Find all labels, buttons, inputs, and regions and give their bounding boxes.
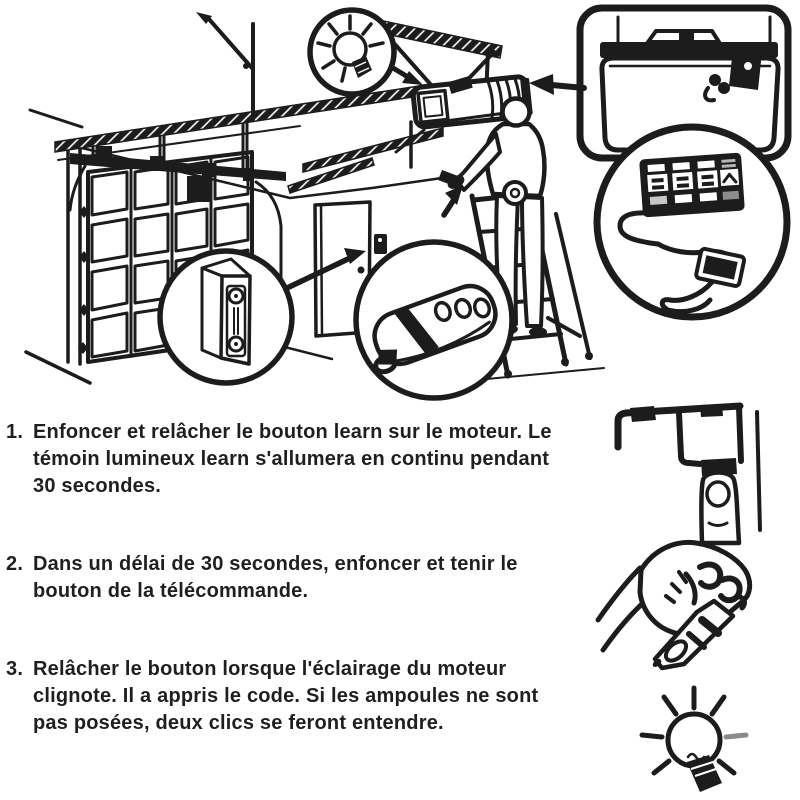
door-knob	[357, 266, 365, 274]
learn-panel-magnifier	[593, 123, 791, 321]
panel-wiring	[617, 210, 747, 315]
instruction-step-1: 1. Enfoncer et relâcher le bouton learn …	[6, 419, 564, 500]
bulb-base	[352, 56, 372, 78]
learn-button-panel	[639, 152, 745, 218]
bulb-glass	[665, 711, 723, 769]
flash-rays	[639, 685, 749, 776]
remote-button	[472, 297, 491, 319]
step-text: Enfoncer et relâcher le bouton learn sur…	[33, 421, 552, 497]
wall-control-console	[200, 257, 252, 366]
step-number: 1.	[6, 421, 24, 443]
door-header-hardware	[68, 115, 286, 302]
bulb-arrow	[390, 65, 423, 85]
inset-arrow	[529, 74, 587, 95]
opener-rail	[54, 83, 444, 194]
bulb-rays	[316, 14, 385, 83]
fingernail	[705, 480, 731, 508]
instruction-step-2: 2. Dans un délai de 30 secondes, enfonce…	[6, 551, 564, 605]
three-button-remote	[372, 283, 498, 375]
console-top-button	[227, 287, 245, 305]
step-number: 2.	[6, 553, 24, 575]
remote-keyring	[663, 639, 689, 663]
wall-console-magnifier	[157, 248, 295, 386]
remote-button	[454, 297, 473, 319]
console-bottom-button	[227, 335, 245, 353]
press-learn-button-figure	[614, 402, 762, 546]
step-text: Dans un délai de 30 secondes, enfoncer e…	[33, 553, 518, 602]
chain-sprocket	[703, 48, 762, 103]
opener-motor	[410, 74, 533, 130]
instruction-step-3: 3. Relâcher le bouton lorsque l'éclairag…	[6, 656, 564, 737]
wall-button-arrow	[284, 248, 366, 291]
wall-button-device	[374, 234, 387, 254]
remote-ring	[373, 354, 398, 375]
hand-pressing-remote-figure	[595, 539, 753, 671]
light-bulb-magnifier	[307, 7, 397, 97]
remote-magnifier	[353, 239, 515, 401]
step-text: Relâcher le bouton lorsque l'éclairage d…	[33, 658, 539, 734]
door-jamb	[66, 138, 89, 366]
remote-button	[433, 300, 452, 323]
header-bracket-arm	[196, 12, 255, 121]
motor-inset	[576, 4, 792, 162]
bulb-glass	[332, 31, 368, 67]
worker-head	[500, 96, 532, 128]
arrows	[284, 65, 587, 291]
step-number: 3.	[6, 658, 24, 680]
flashing-bulb-figure	[639, 685, 749, 792]
instruction-steps: 1. Enfoncer et relâcher le bouton learn …	[6, 419, 564, 788]
tool-bag	[502, 180, 528, 206]
wire-connector	[694, 246, 747, 288]
remote-to-motor-arrow	[441, 185, 463, 218]
